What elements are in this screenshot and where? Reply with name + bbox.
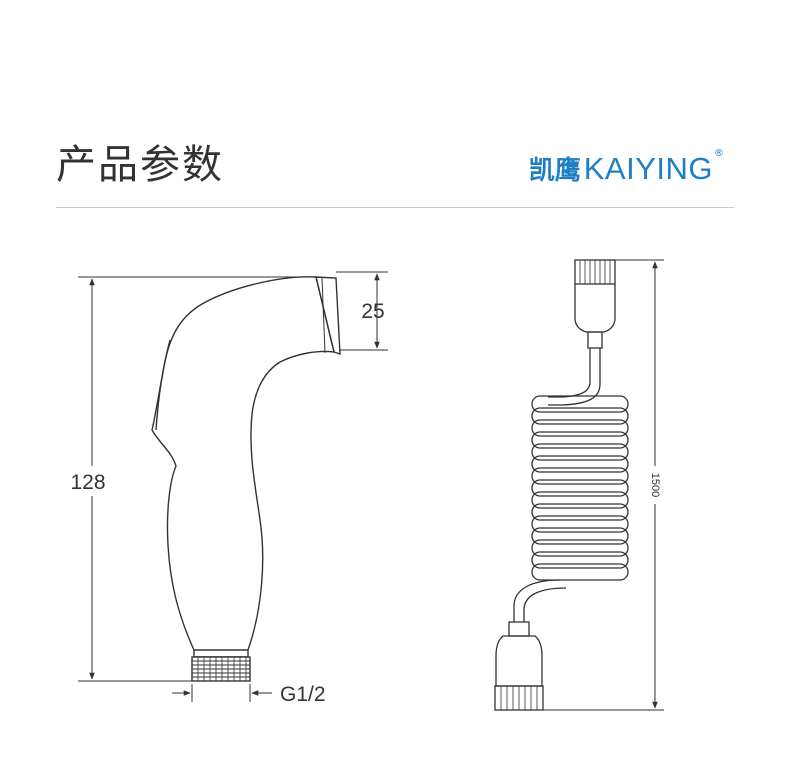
- header-divider: [56, 207, 734, 208]
- hose-coils: [531, 395, 629, 581]
- brand-name-cn: 凯鹰: [528, 156, 581, 186]
- hose-length-label: 1500: [649, 473, 661, 497]
- sprayer-dimensions: [78, 271, 388, 702]
- sprayer-body: [151, 276, 335, 651]
- thread-label: G1/2: [280, 683, 326, 706]
- thread-ticks: [197, 657, 247, 681]
- sprayer-nozzle-ring: [315, 276, 341, 355]
- sprayer-neck: [193, 650, 249, 658]
- sprayer-drawing: [151, 276, 341, 682]
- registered-mark: ®: [714, 148, 724, 159]
- hose-dimensions: [543, 259, 664, 711]
- sprayer-grip-line: [155, 339, 171, 431]
- top-connector-body: [574, 284, 616, 333]
- height-label: 128: [70, 471, 105, 494]
- brand-name-en: KAIYING: [583, 151, 713, 186]
- bottom-connector-body: [495, 635, 543, 687]
- nozzle-label: 25: [361, 300, 384, 323]
- hose-drawing: [494, 259, 629, 711]
- brand-logo: 凯鹰 KAIYING ®: [528, 148, 724, 187]
- page-title: 产品参数: [56, 142, 224, 188]
